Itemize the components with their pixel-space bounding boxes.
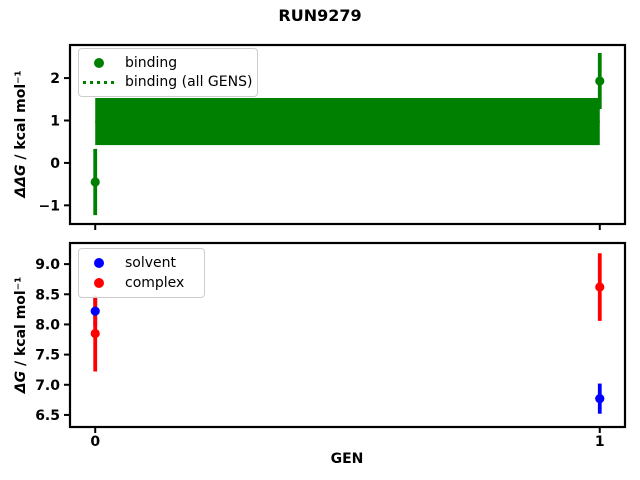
data-point: [595, 282, 605, 292]
bottom-legend: solvent complex: [78, 248, 205, 298]
legend-item-binding-all-gens: binding (all GENS): [81, 73, 253, 93]
top-y-axis-label-units: / kcal mol⁻¹: [13, 70, 29, 165]
data-point: [595, 394, 605, 404]
dotted-line-icon: [83, 80, 115, 84]
legend-item-binding: binding: [81, 53, 253, 73]
solvent-marker-icon: [94, 258, 104, 268]
legend-label-binding: binding: [125, 54, 178, 71]
legend-label-binding-all-gens: binding (all GENS): [125, 74, 253, 91]
data-point: [90, 177, 100, 187]
data-point: [90, 328, 100, 339]
figure-title: RUN9279: [278, 6, 362, 25]
y-tick-label: 8.0: [35, 317, 60, 333]
bottom-y-axis-label-units: / kcal mol⁻¹: [13, 276, 29, 371]
y-tick-label: 8.5: [35, 287, 60, 303]
bottom-y-axis-label: ΔG / kcal mol⁻¹: [13, 277, 29, 393]
top-y-axis-label-math: ΔΔG: [13, 164, 29, 198]
complex-marker-icon: [94, 278, 104, 288]
binding-marker-icon: [94, 57, 104, 68]
bottom-y-axis-label-math: ΔG: [13, 370, 29, 394]
x-axis-label: GEN: [330, 451, 364, 467]
axes-frame: [68, 43, 627, 226]
legend-label-complex: complex: [125, 275, 185, 291]
y-tick-label: 9.0: [35, 257, 60, 273]
data-point: [90, 306, 100, 316]
y-tick-label: 7.0: [35, 378, 60, 394]
top-y-axis-label: ΔΔG / kcal mol⁻¹: [13, 70, 29, 197]
y-tick-label: 0: [50, 156, 60, 172]
y-tick-label: 1: [50, 114, 60, 130]
legend-label-solvent: solvent: [125, 255, 177, 271]
legend-item-solvent: solvent: [81, 253, 200, 273]
x-tick-label: 1: [595, 434, 605, 450]
data-point: [595, 76, 605, 86]
y-tick-label: 6.5: [35, 408, 60, 424]
x-tick-label: 0: [90, 434, 100, 450]
legend-item-complex: complex: [81, 273, 200, 293]
top-legend: binding binding (all GENS): [78, 48, 258, 97]
axes-frame: [68, 241, 627, 429]
y-tick-label: −1: [39, 198, 60, 214]
y-tick-label: 2: [50, 71, 60, 87]
y-tick-label: 7.5: [35, 348, 60, 364]
